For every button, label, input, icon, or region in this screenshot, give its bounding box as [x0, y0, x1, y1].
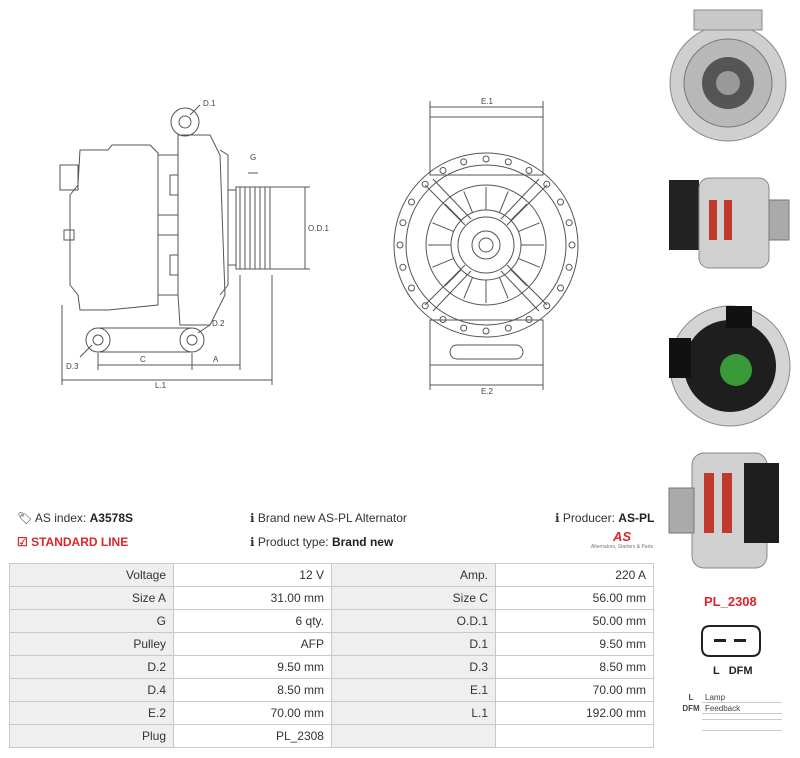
spec-label: O.D.1 — [330, 609, 497, 633]
spec-value: 31.00 mm — [173, 586, 332, 610]
label-od1: O.D.1 — [308, 224, 329, 233]
product-photo-rear — [669, 305, 791, 427]
label-e1: E.1 — [481, 97, 494, 106]
spec-label: G — [8, 609, 175, 633]
spec-value: 9.50 mm — [495, 632, 654, 656]
spec-label: D.3 — [330, 655, 497, 679]
spec-value: 12 V — [173, 563, 332, 587]
legend-row — [680, 714, 782, 725]
info-icon: ℹ︎ — [250, 511, 255, 525]
plug-pins: L DFM — [713, 665, 753, 677]
label-c: C — [140, 355, 146, 364]
producer-value: AS-PL — [618, 511, 655, 525]
label-d3: D.3 — [66, 362, 79, 371]
label-l1: L.1 — [155, 381, 167, 390]
side-view-drawing: D.1 G O.D.1 D.2 D.3 C A L.1 — [59, 99, 329, 390]
spec-value: 9.50 mm — [173, 655, 332, 679]
spec-value: PL_2308 — [173, 724, 332, 748]
spec-value: 8.50 mm — [173, 678, 332, 702]
spec-label: Pulley — [8, 632, 175, 656]
as-index-value: A3578S — [89, 511, 133, 525]
product-type-value: Brand new — [331, 535, 394, 549]
spec-label: E.1 — [330, 678, 497, 702]
spec-label: Amp. — [330, 563, 497, 587]
spec-value: 70.00 mm — [495, 678, 654, 702]
spec-label: Size A — [8, 586, 175, 610]
spec-label: D.4 — [8, 678, 175, 702]
spec-value: 70.00 mm — [173, 701, 332, 725]
spec-label: D.1 — [330, 632, 497, 656]
spec-value: 50.00 mm — [495, 609, 654, 633]
spec-value: 192.00 mm — [495, 701, 654, 725]
info-icon: ℹ︎ — [555, 511, 560, 525]
label-a: A — [213, 355, 219, 364]
producer: ℹ︎ Producer: AS-PL — [555, 511, 655, 525]
as-pl-logo: AS Alternators, Starters & Parts — [590, 529, 654, 551]
front-view-drawing: E.1 E.2 — [393, 97, 579, 396]
spec-value: 6 qty. — [173, 609, 332, 633]
product-type: ℹ︎ Product type: Brand new — [250, 535, 394, 549]
plug-connector-icon — [701, 625, 761, 657]
as-index: 🏷︎ AS index: A3578S — [17, 511, 133, 525]
spec-label: Voltage — [8, 563, 175, 587]
label-d1: D.1 — [203, 99, 216, 108]
spec-value — [495, 724, 654, 748]
spec-value: 56.00 mm — [495, 586, 654, 610]
spec-label: Size C — [330, 586, 497, 610]
brand-new-info: ℹ︎ Brand new AS-PL Alternator — [250, 511, 407, 525]
info-icon: ℹ︎ — [250, 535, 255, 549]
checkbox-icon: ☑ — [17, 535, 28, 549]
label-g: G — [250, 153, 256, 162]
spec-label — [330, 724, 497, 748]
plug-code: PL_2308 — [704, 594, 757, 609]
standard-line: ☑ STANDARD LINE — [17, 535, 129, 549]
product-photo-front — [669, 9, 787, 142]
spec-label: Plug — [8, 724, 175, 748]
spec-value: 220 A — [495, 563, 654, 587]
label-e2: E.2 — [481, 387, 494, 396]
spec-label: E.2 — [8, 701, 175, 725]
tag-icon: 🏷︎ — [17, 511, 33, 525]
product-photo-angle — [668, 452, 779, 569]
spec-value: 8.50 mm — [495, 655, 654, 679]
spec-label: D.2 — [8, 655, 175, 679]
product-photo-side — [669, 177, 790, 269]
legend-row — [680, 725, 782, 736]
label-d2: D.2 — [212, 319, 225, 328]
spec-label: L.1 — [330, 701, 497, 725]
spec-value: AFP — [173, 632, 332, 656]
